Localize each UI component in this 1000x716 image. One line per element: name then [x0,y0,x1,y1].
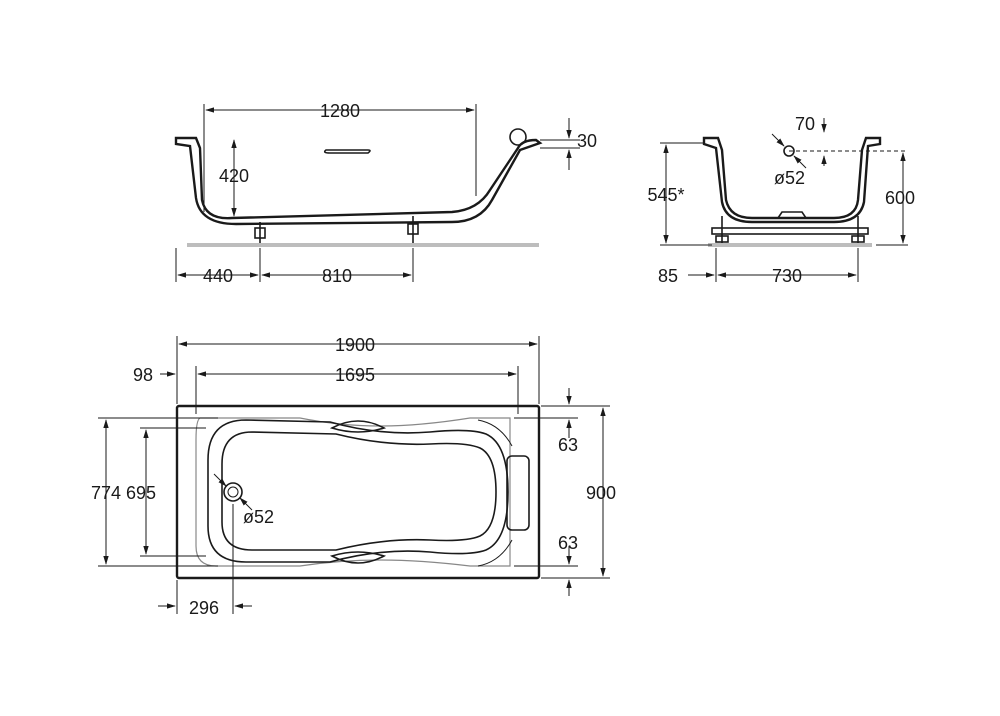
end-dim-o52: ø52 [774,168,805,188]
side-handle [323,149,371,154]
dim-63-top: 63 [558,435,578,455]
dim-85: 85 [658,266,678,286]
plan-head-wing-bottom [477,539,513,567]
end-foot-right [851,216,865,243]
dim-900: 900 [586,483,616,503]
plan-handle-bottom [329,551,387,564]
dim-810: 810 [322,266,352,286]
plan-view: ø52 1900 1695 98 774 695 900 63 63 [91,335,616,618]
dim-545: 545* [647,185,684,205]
dim-440: 440 [203,266,233,286]
plan-basin-outer [207,419,509,563]
end-tub-outline [702,136,882,224]
side-tub-outline [174,136,543,226]
dim-600: 600 [885,188,915,208]
dim-1280: 1280 [320,101,360,121]
plan-drain-outer [223,482,243,502]
plan-handle-top [329,420,387,433]
dim-420: 420 [219,166,249,186]
plan-head-wing-top [477,419,513,447]
plan-headrest [506,455,530,531]
dim-730: 730 [772,266,802,286]
dim-30: 30 [577,131,597,151]
dim-63-bottom: 63 [558,533,578,553]
plan-rim-contour [195,417,511,567]
plan-drain-inner [227,486,239,498]
end-base-frame [711,227,869,235]
leg-right [407,216,419,243]
plan-dim-o52: ø52 [243,507,274,527]
dim-695: 695 [126,483,156,503]
end-drain-hole [783,145,795,157]
dim-296: 296 [189,598,219,618]
dim-98: 98 [133,365,153,385]
dim-70: 70 [795,114,815,134]
side-headrest [509,128,527,146]
end-foot-left [715,216,729,243]
end-drain-outlet [777,211,807,219]
side-view: 1280 420 30 440 810 [174,101,597,286]
side-floor [187,243,539,247]
dim-1900: 1900 [335,335,375,355]
dim-774: 774 [91,483,121,503]
plan-tub-outline [175,404,541,580]
end-view: 70 ø52 545* 600 85 730 [647,114,915,286]
leg-left [254,222,266,243]
end-floor [708,243,872,247]
dim-1695: 1695 [335,365,375,385]
plan-basin-inner [221,431,497,551]
